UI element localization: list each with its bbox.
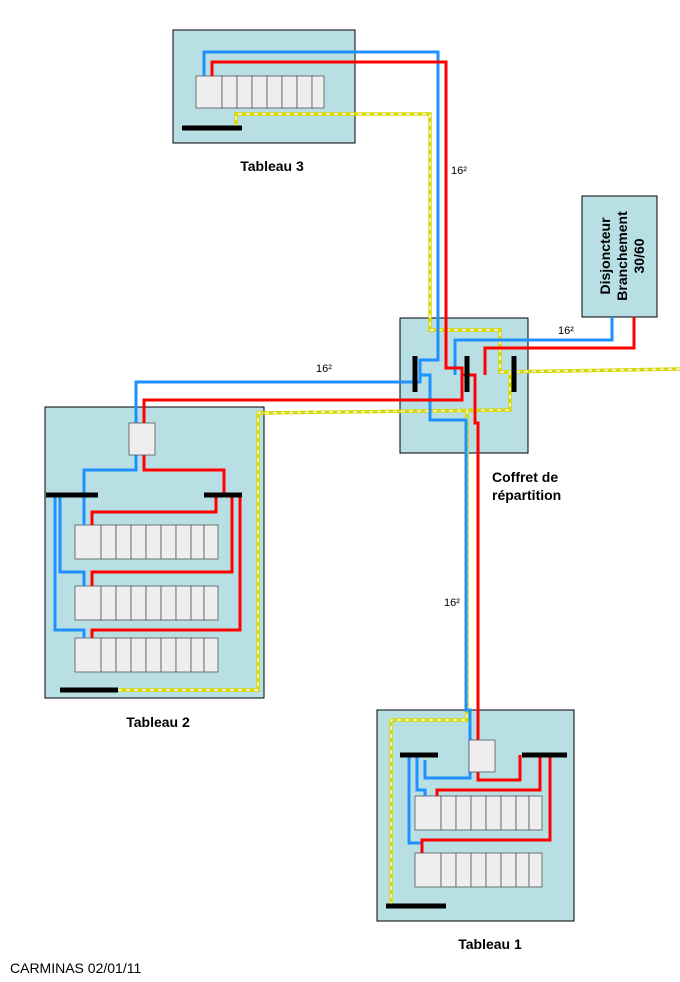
coffret-label-line2: répartition [492,487,561,503]
neutral-cables [53,50,614,853]
disjoncteur-label-line1: Disjoncteur [597,217,613,295]
tableau-2-main-switch [128,422,156,456]
bus-bars [46,125,567,909]
tableau-2-breakers [74,524,219,673]
disjoncteur-box [581,195,658,318]
footer-credit: CARMINAS 02/01/11 [10,960,141,976]
disjoncteur-label: Disjoncteur Branchement 30/60 [597,211,647,301]
disjoncteur-label-line2: Branchement [614,211,630,301]
section-label-disjoncteur: 16² [558,325,574,337]
tableau-2-label: Tableau 2 [126,714,190,730]
section-label-t3: 16² [451,165,467,177]
tableau-1-main-switch [468,739,496,773]
tableau-1-breakers [414,795,543,888]
coffret-label-line1: Coffret de [492,469,558,485]
section-label-t1: 16² [444,597,460,609]
tableau-3-breakers [195,75,325,109]
disjoncteur-label-line3: 30/60 [631,238,647,273]
tableau-1-label: Tableau 1 [458,936,522,952]
section-label-t2: 16² [316,363,332,375]
tableau-3-label: Tableau 3 [240,158,304,174]
phase-cables [90,60,636,853]
